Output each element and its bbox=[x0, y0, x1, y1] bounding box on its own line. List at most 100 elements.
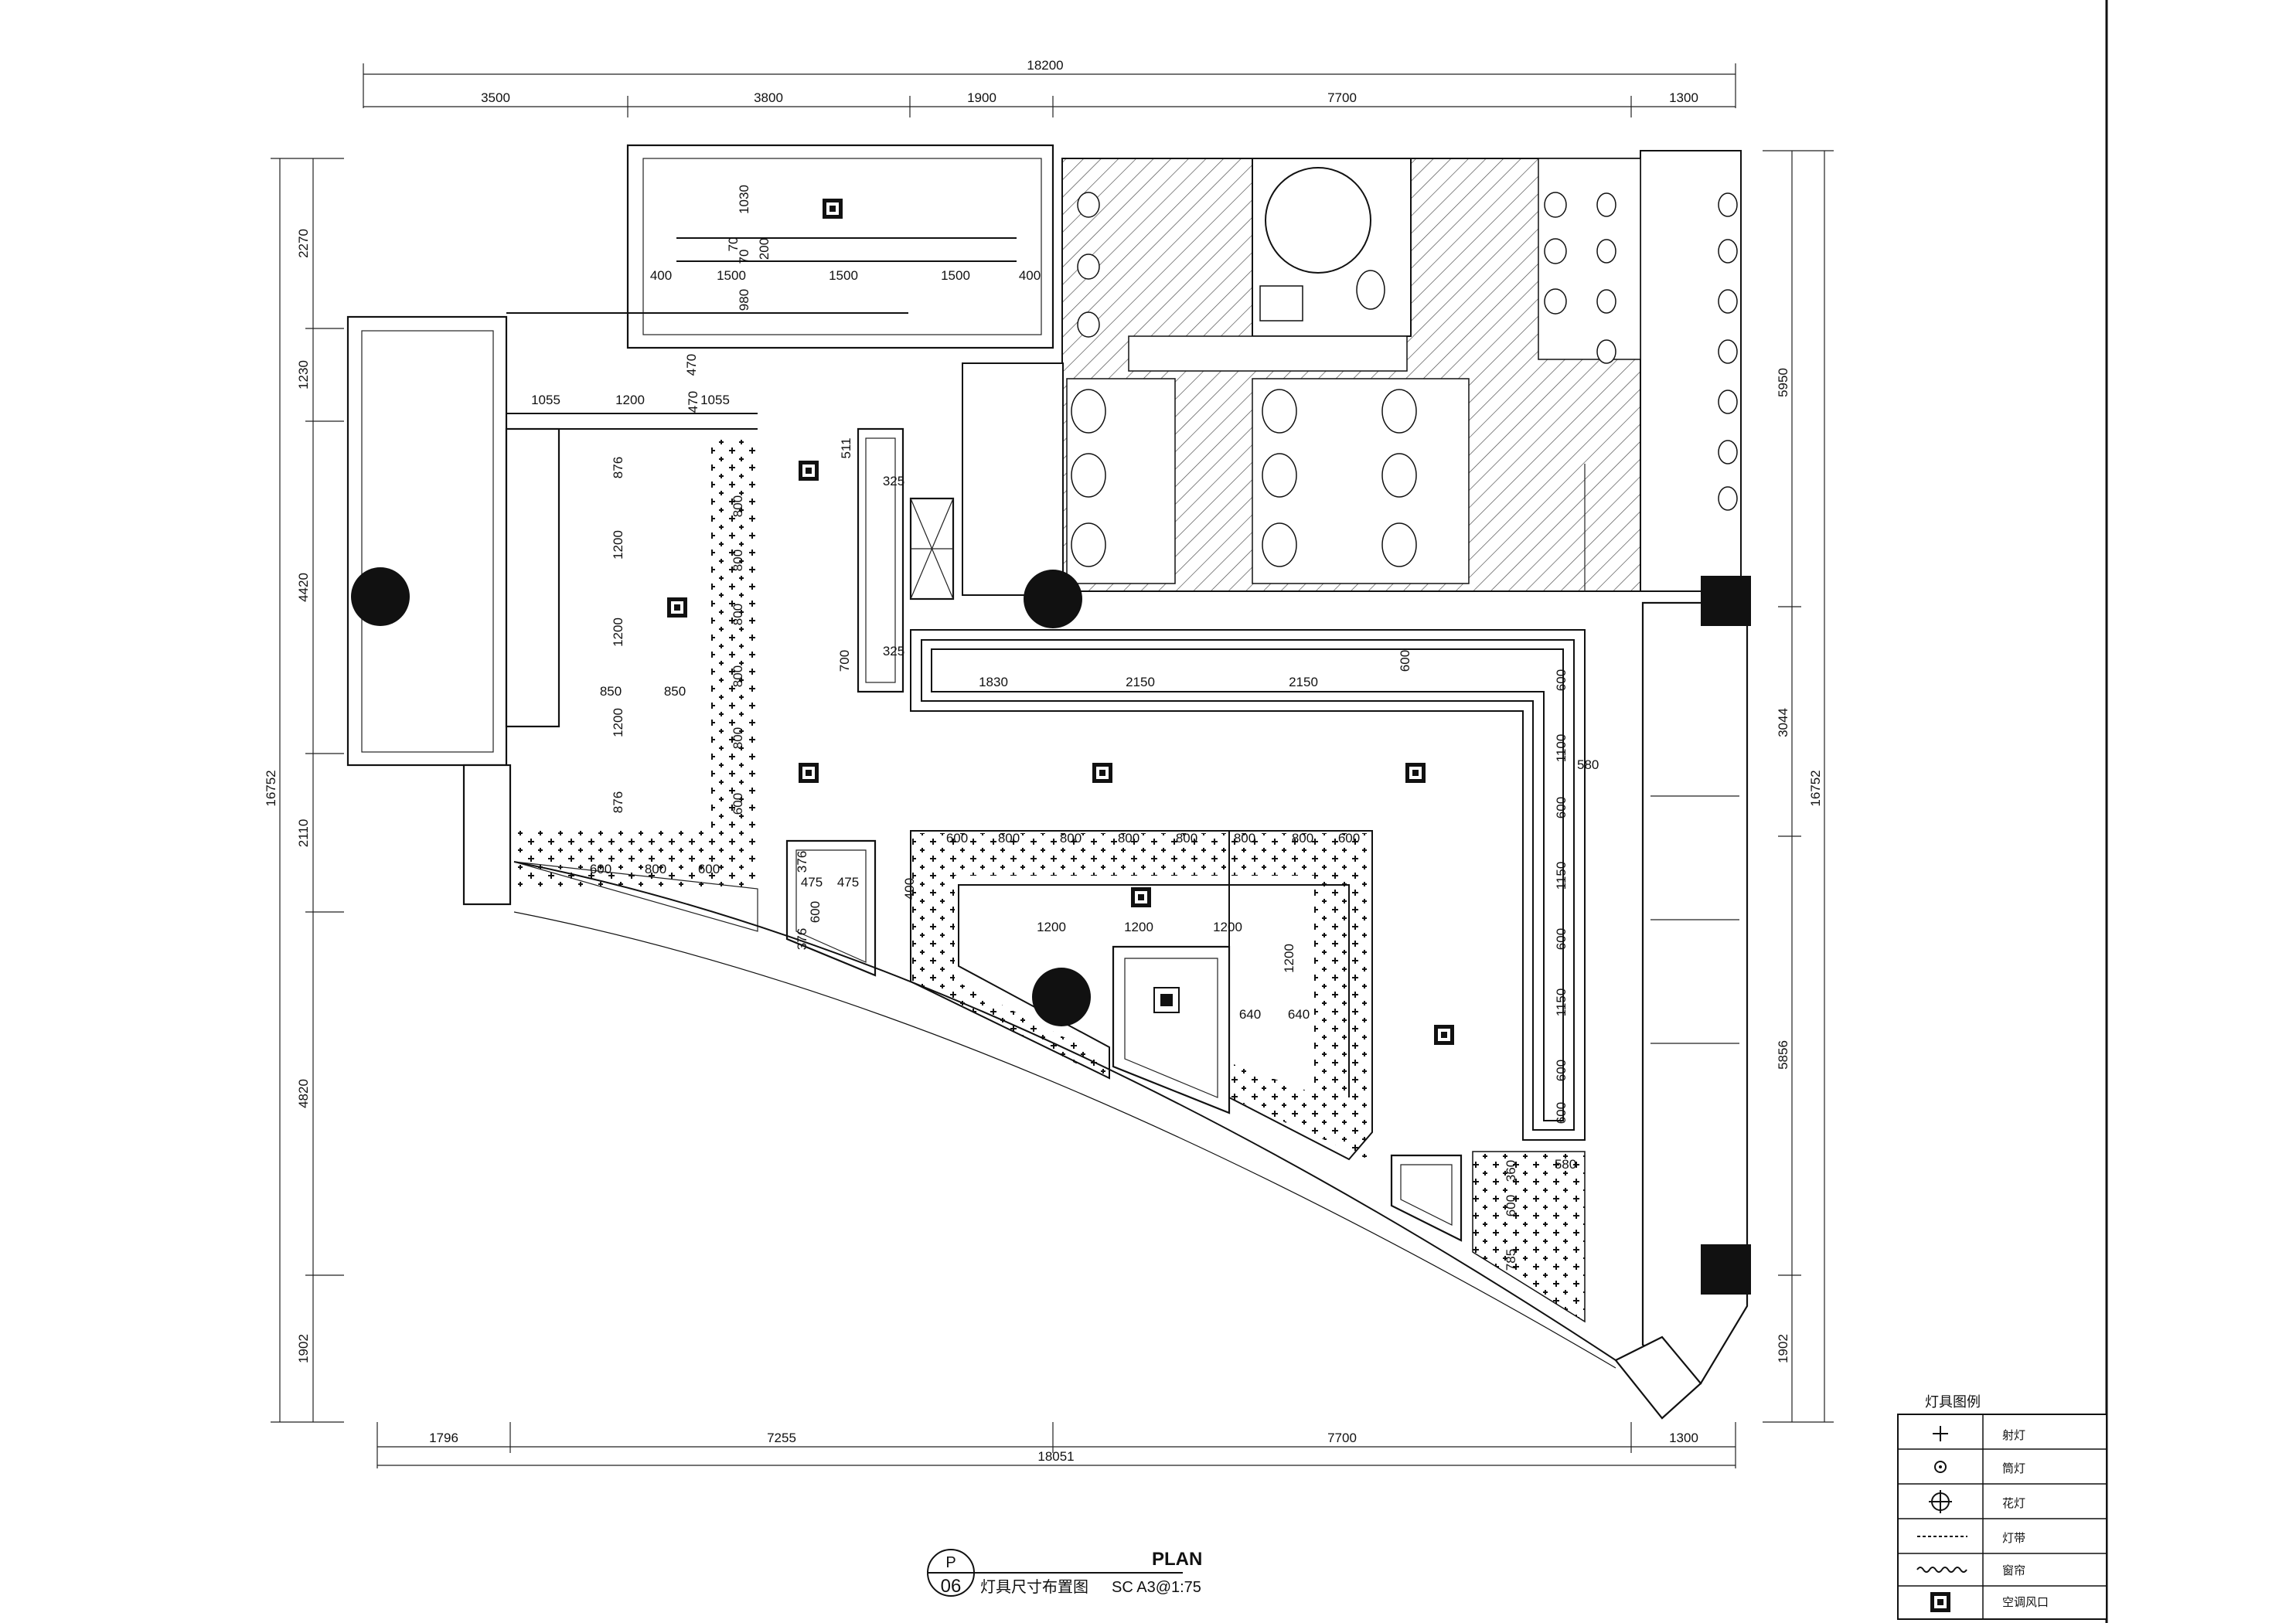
dim-small-room-5: 376 bbox=[795, 928, 809, 950]
dim-center-inner-9: 400 bbox=[902, 878, 917, 900]
dim-bottom-right-3: 580 bbox=[1555, 1157, 1576, 1172]
dim-center-inner-1: 1200 bbox=[1037, 920, 1066, 934]
dim-right-seg-3: 5856 bbox=[1776, 1040, 1790, 1070]
dim-left-band-1: 800 bbox=[731, 495, 745, 517]
dim-center-inner-2: 1200 bbox=[1124, 920, 1153, 934]
legend-item-4: 灯带 bbox=[2002, 1532, 2025, 1545]
dim-left-col-4: 1200 bbox=[611, 708, 625, 737]
dim-left-seg-3: 4420 bbox=[296, 573, 311, 602]
title-scale: SC A3@1:75 bbox=[1112, 1579, 1201, 1596]
dim-right-col-3: 580 bbox=[1577, 757, 1599, 772]
dim-top-room-h4: 1500 bbox=[941, 268, 970, 283]
right-corridor bbox=[1641, 576, 1751, 1385]
title-block bbox=[927, 1549, 1183, 1597]
legend bbox=[1897, 1414, 2107, 1620]
dim-top-seg-2: 3800 bbox=[754, 90, 783, 105]
dim-center-band-2: 800 bbox=[998, 831, 1020, 846]
dim-top-room-h5: 400 bbox=[1019, 268, 1041, 283]
outer-curve-boundary bbox=[513, 861, 1616, 1361]
dim-corridor-2: 1200 bbox=[615, 393, 645, 407]
dim-850-left: 850 bbox=[600, 684, 622, 699]
entrance-column bbox=[462, 764, 512, 906]
dim-top-room-h3: 1500 bbox=[829, 268, 858, 283]
dim-small-room-2: 475 bbox=[801, 875, 823, 890]
dim-bottom-seg-4: 1300 bbox=[1669, 1431, 1698, 1445]
dim-right-col-5: 1150 bbox=[1554, 862, 1569, 890]
dim-left-col-3: 1200 bbox=[611, 618, 625, 647]
dim-top-room-v2: 70 bbox=[726, 237, 741, 252]
dim-top-room-v4: 200 bbox=[757, 238, 772, 260]
legend-item-2: 筒灯 bbox=[2002, 1462, 2025, 1475]
dim-bottom-right-1: 360 bbox=[1504, 1160, 1518, 1182]
dim-right-col-2: 1100 bbox=[1554, 734, 1569, 763]
dim-left-col-1: 876 bbox=[611, 457, 625, 478]
dim-left-seg-1: 2270 bbox=[296, 229, 311, 258]
dim-left-col-2: 1200 bbox=[611, 530, 625, 560]
dim-left-band-3: 800 bbox=[731, 604, 745, 625]
dim-bottom-seg-2: 7255 bbox=[767, 1431, 796, 1445]
dim-top-seg-4: 7700 bbox=[1327, 90, 1357, 105]
dim-bottom-right-4: 785 bbox=[1504, 1249, 1518, 1271]
ac-vents bbox=[667, 461, 1454, 1045]
title-name: 灯具尺寸布置图 bbox=[980, 1578, 1088, 1596]
room-small-pair bbox=[857, 427, 955, 693]
dim-top-room-h2: 1500 bbox=[717, 268, 746, 283]
dim-bottom-total: 18051 bbox=[1037, 1449, 1074, 1464]
dim-small-room-4: 600 bbox=[808, 901, 823, 923]
column-left bbox=[351, 567, 410, 626]
dim-right-seg-2: 3044 bbox=[1776, 708, 1790, 737]
downlight-icon bbox=[1934, 1461, 1947, 1473]
dim-left-band-4: 800 bbox=[731, 665, 745, 687]
dim-top-seg-3: 1900 bbox=[967, 90, 996, 105]
dim-center-band-7: 800 bbox=[1292, 831, 1313, 846]
legend-title: 灯具图例 bbox=[1925, 1394, 1981, 1410]
dim-left-seg-5: 4820 bbox=[296, 1079, 311, 1108]
dim-left-band-2: 800 bbox=[731, 550, 745, 571]
room-small-middle bbox=[785, 839, 877, 977]
dim-left-bottom-2: 800 bbox=[645, 862, 666, 876]
dim-corridor-1: 1055 bbox=[531, 393, 560, 407]
dim-corridor-4: 1055 bbox=[700, 393, 730, 407]
dim-right-seg-1: 5950 bbox=[1776, 368, 1790, 397]
curtain-icon bbox=[1916, 1567, 1967, 1573]
dim-center-band-4: 800 bbox=[1118, 831, 1139, 846]
dim-left-bottom-1: 600 bbox=[590, 862, 611, 876]
room-top bbox=[626, 144, 1054, 349]
dim-small-room-3: 475 bbox=[837, 875, 859, 890]
dim-small-pair-1: 511 bbox=[839, 437, 853, 458]
dim-right-col-9: 600 bbox=[1554, 1102, 1569, 1124]
column-restroom bbox=[1024, 570, 1082, 628]
dim-left-band-5: 800 bbox=[731, 727, 745, 749]
dim-right-col-7: 1150 bbox=[1554, 988, 1569, 1017]
legend-item-1: 射灯 bbox=[2002, 1429, 2025, 1442]
legend-item-3: 花灯 bbox=[2002, 1497, 2025, 1510]
dim-center-band-3: 800 bbox=[1060, 831, 1082, 846]
dim-hall-3: 2150 bbox=[1289, 675, 1318, 689]
dim-right-col-8: 600 bbox=[1554, 1060, 1569, 1081]
dim-corridor-5: 470 bbox=[684, 354, 699, 376]
light-grid-left-band bbox=[514, 831, 758, 889]
room-center-island bbox=[1112, 945, 1231, 1114]
title-heading: PLAN bbox=[1152, 1549, 1202, 1570]
dim-corridor-3: 470 bbox=[686, 391, 700, 413]
ac-vent-icon bbox=[1930, 1592, 1950, 1612]
dim-top-seg-5: 1300 bbox=[1669, 90, 1698, 105]
dim-left-bottom-3: 600 bbox=[698, 862, 720, 876]
dim-small-pair-4: 325 bbox=[883, 644, 904, 658]
dim-right-seg-4: 1902 bbox=[1776, 1334, 1790, 1363]
dim-bottom-seg-3: 7700 bbox=[1327, 1431, 1357, 1445]
legend-item-6: 空调风口 bbox=[2002, 1596, 2049, 1609]
legend-item-5: 窗帘 bbox=[2002, 1563, 2025, 1577]
dim-center-band-5: 800 bbox=[1176, 831, 1197, 846]
light-grid-left-column bbox=[711, 437, 759, 835]
toilet-fixtures bbox=[1071, 192, 1738, 567]
column-center bbox=[1032, 968, 1091, 1026]
dim-left-total: 16752 bbox=[264, 770, 278, 806]
dim-left-col-5: 876 bbox=[611, 791, 625, 813]
dim-left-seg-6: 1902 bbox=[296, 1334, 311, 1363]
dim-bottom-seg-1: 1796 bbox=[429, 1431, 458, 1445]
dim-top-room-v1: 1030 bbox=[737, 185, 751, 214]
dim-left-seg-4: 2110 bbox=[296, 819, 311, 848]
dimension-lines bbox=[271, 63, 1834, 1468]
